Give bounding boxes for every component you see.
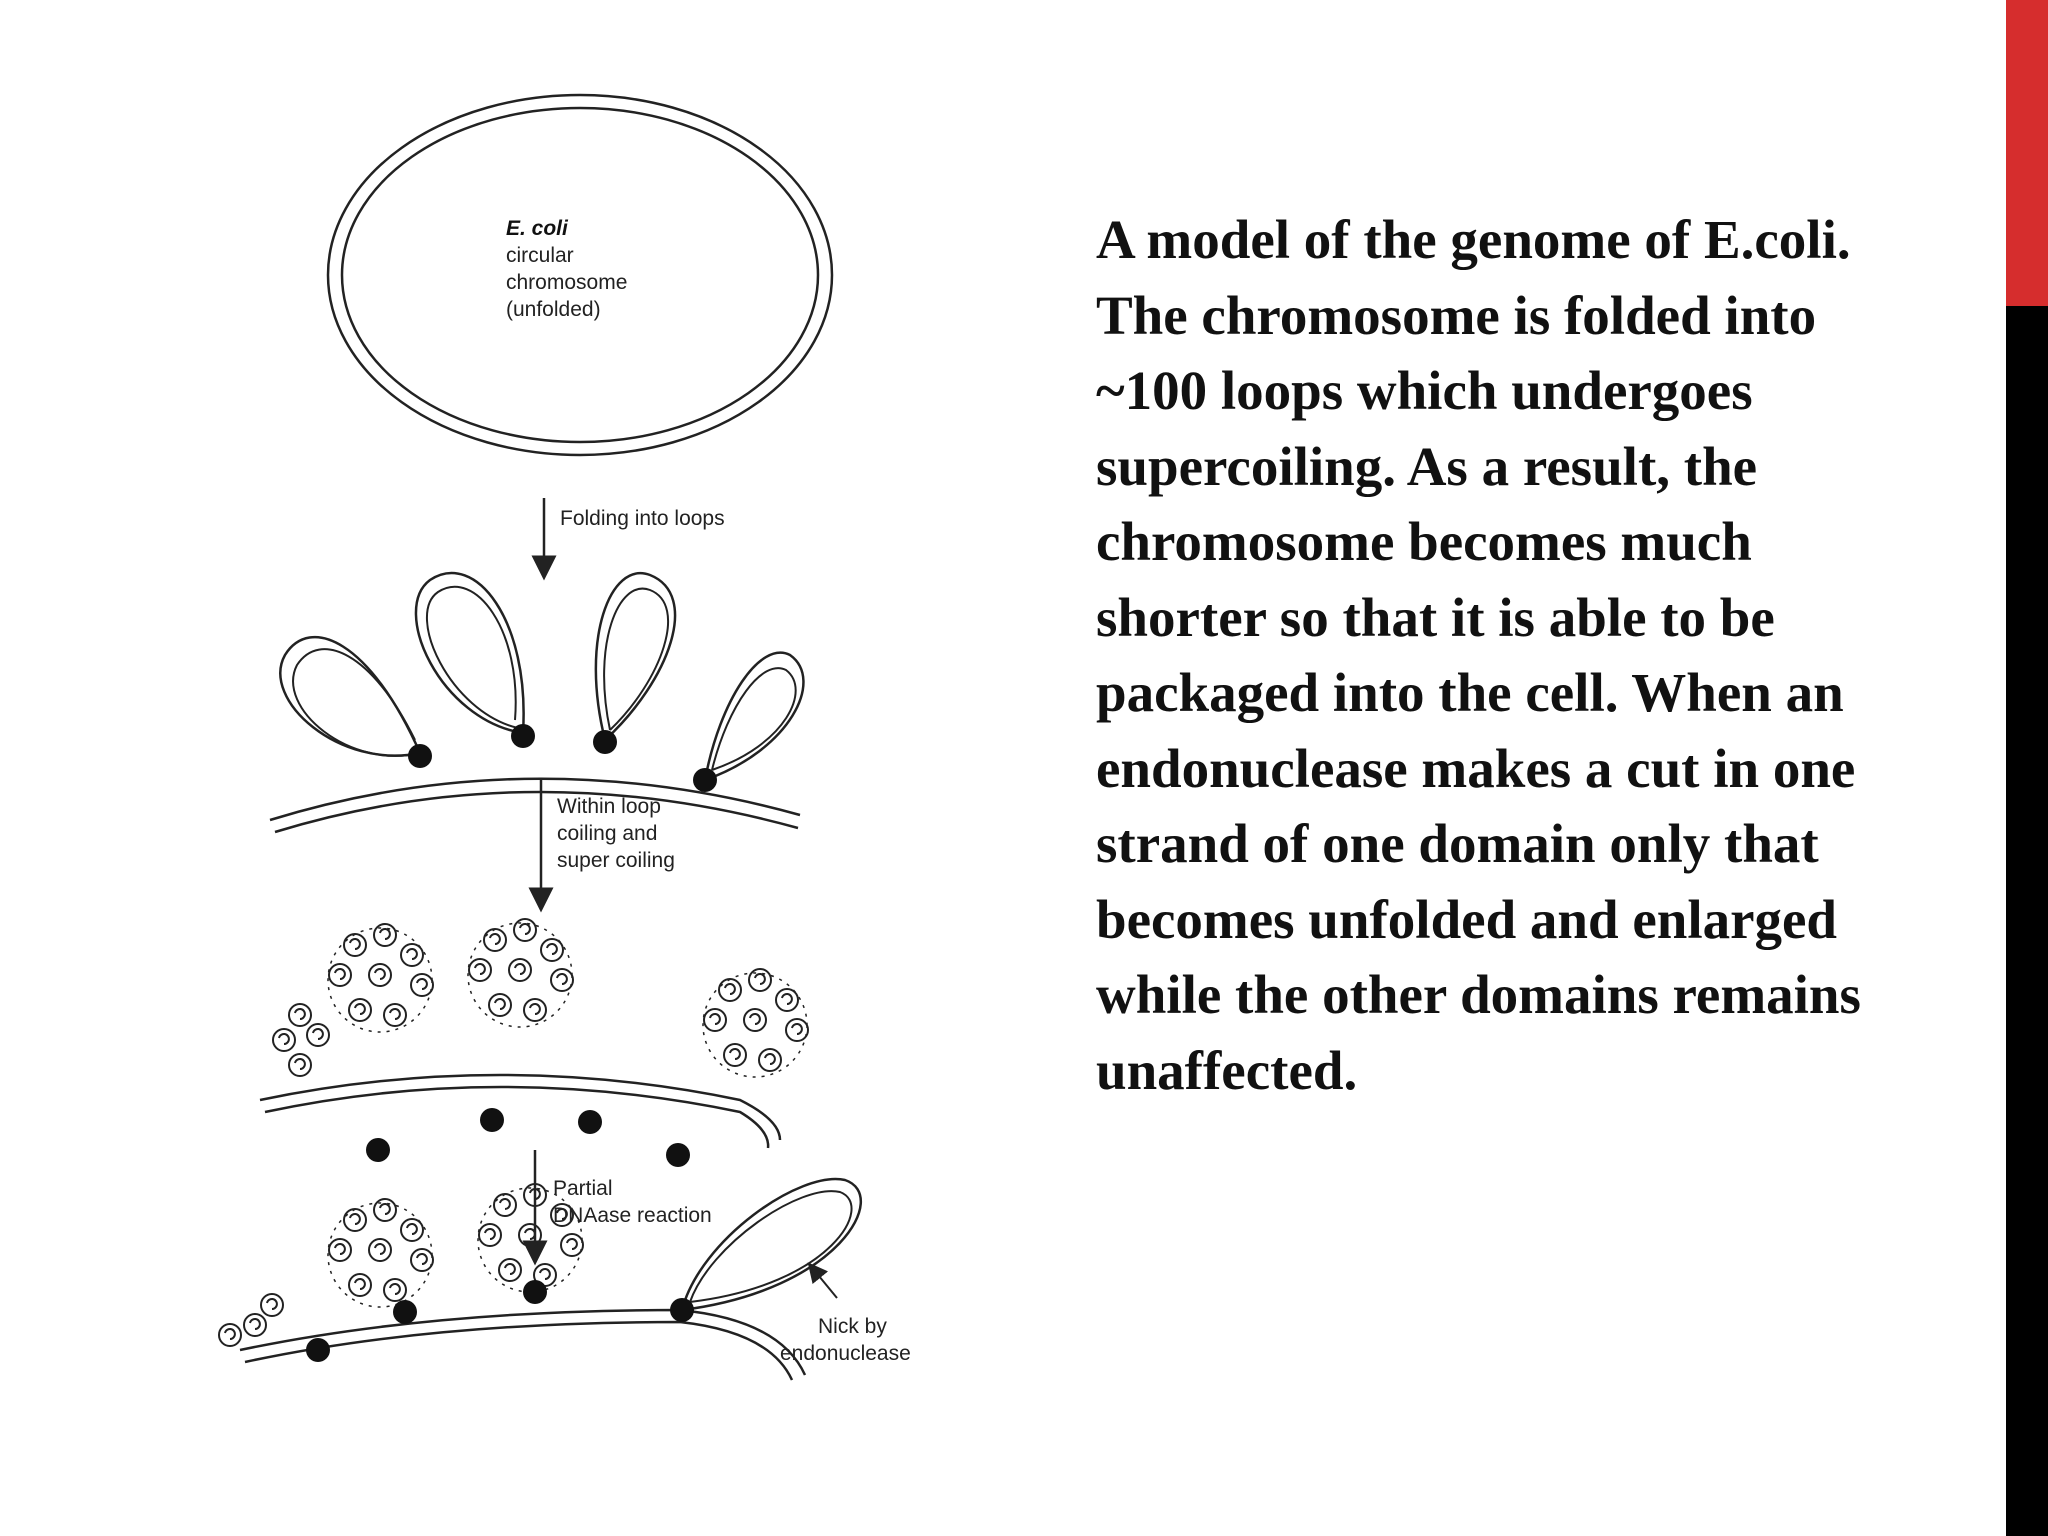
- chromosome-label-line3: chromosome: [506, 271, 627, 294]
- chromosome-label-line4: (unfolded): [506, 298, 601, 321]
- supercoiled-domains: [259, 918, 809, 1167]
- accent-bar-red: [2006, 0, 2048, 306]
- step3-arrow: Partial DNAase reaction: [522, 1150, 712, 1266]
- genome-model-svg: E. coli circular chromosome (unfolded) F…: [218, 93, 911, 1381]
- nick-label-line1: Nick by: [818, 1315, 887, 1338]
- nicked-domains: Nick by endonuclease: [218, 1177, 911, 1381]
- nick-label-line2: endonuclease: [780, 1342, 911, 1365]
- folded-loops: [269, 571, 805, 834]
- genome-model-figure: E. coli circular chromosome (unfolded) F…: [200, 80, 1020, 1500]
- step3-label-line1: Partial: [553, 1177, 613, 1200]
- chromosome-label-line2: circular: [506, 244, 574, 267]
- step3-label-line2: DNAase reaction: [553, 1204, 712, 1227]
- chromosome-label-line1: E. coli: [506, 217, 569, 240]
- step2-label-line1: Within loop: [557, 795, 661, 818]
- step2-label-line2: coiling and: [557, 822, 657, 845]
- step2-arrow: Within loop coiling and super coiling: [528, 780, 675, 913]
- slide-caption: A model of the genome of E.coli. The chr…: [1096, 209, 1861, 1101]
- step2-label-line3: super coiling: [557, 849, 675, 872]
- accent-bar-black: [2006, 306, 2048, 1536]
- step1-label: Folding into loops: [560, 507, 725, 530]
- step1-arrow: Folding into loops: [531, 498, 725, 581]
- unfolded-chromosome: E. coli circular chromosome (unfolded): [326, 93, 834, 457]
